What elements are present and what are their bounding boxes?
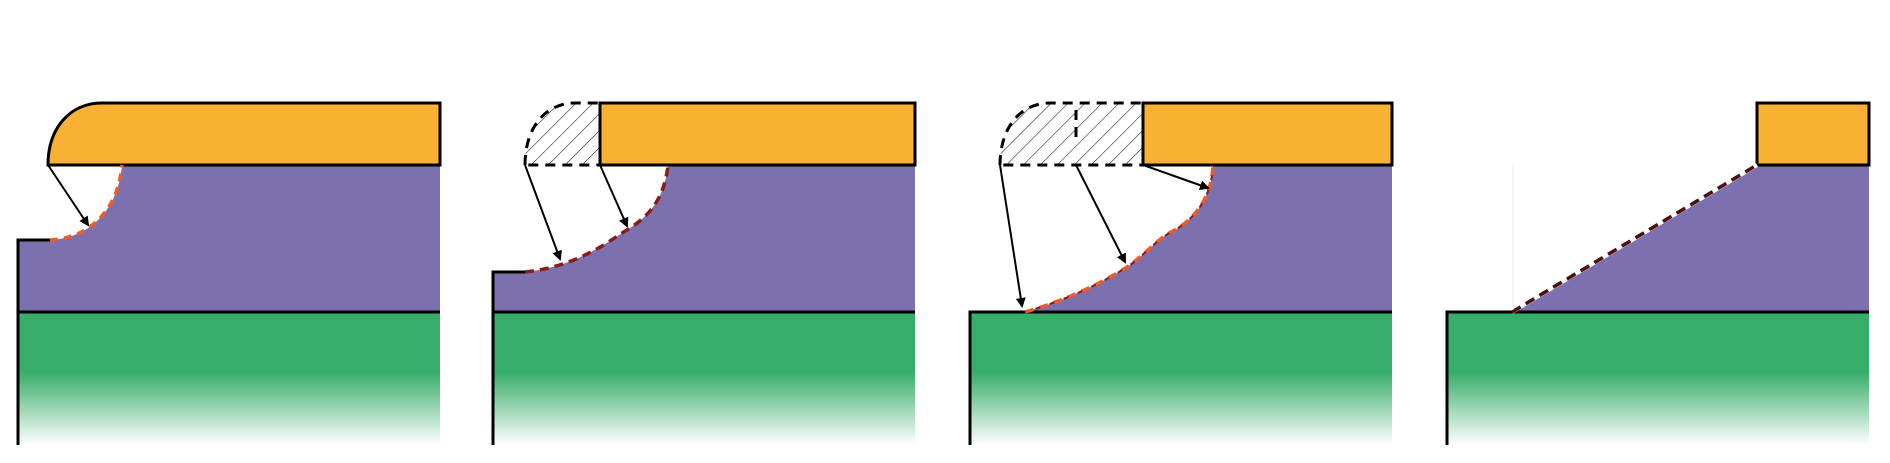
mask-layer xyxy=(598,101,917,167)
mask-layer xyxy=(1755,101,1871,167)
left-outline xyxy=(16,238,50,445)
etch-front-dashed xyxy=(1024,164,1215,314)
etch-arrow xyxy=(524,164,562,261)
eroded-mask-hatched xyxy=(998,101,1145,167)
etch-arrow xyxy=(47,164,90,227)
film-layer xyxy=(1512,165,1869,312)
etch-arrow xyxy=(999,164,1026,308)
etch-arrow xyxy=(599,164,629,228)
film-layer xyxy=(18,165,440,312)
etch-arrow xyxy=(1075,164,1126,264)
panel-stage-4 xyxy=(1445,101,1871,445)
etch-front-dashed xyxy=(524,164,670,274)
eroded-mask-hatched xyxy=(523,101,602,167)
panel-stage-3 xyxy=(968,101,1394,445)
substrate-layer xyxy=(18,312,440,445)
left-outline xyxy=(491,270,525,445)
panel-stage-2 xyxy=(491,101,917,445)
film-layer xyxy=(493,165,915,312)
mask-layer xyxy=(46,101,442,167)
etch-arrow xyxy=(1142,164,1210,191)
substrate-layer xyxy=(970,312,1392,445)
etch-front-dashed xyxy=(1510,163,1759,314)
substrate-layer xyxy=(493,312,915,445)
etch-front-dashed xyxy=(49,164,124,242)
substrate-layer xyxy=(1447,312,1869,445)
left-outline xyxy=(1445,310,1512,445)
mask-layer xyxy=(1141,101,1394,167)
panel-stage-1 xyxy=(16,101,442,445)
left-outline xyxy=(968,310,1025,445)
